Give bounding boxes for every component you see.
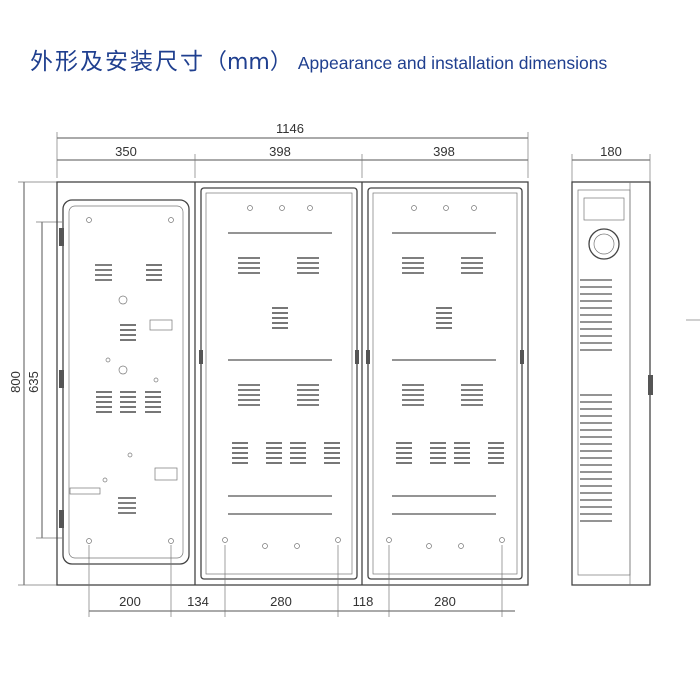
dim-side-depth: 180 (600, 144, 622, 159)
side-view (571, 181, 700, 586)
diagram-title: 外形及安装尺寸（mm）Appearance and installation d… (30, 42, 607, 76)
height-dimensions: 800 635 (8, 181, 62, 586)
dim-bottom-280-b: 280 (434, 594, 456, 609)
dim-bottom-280-a: 280 (270, 594, 292, 609)
dim-middle-panel-width: 398 (269, 144, 291, 159)
title-chinese: 外形及安装尺寸 (30, 49, 205, 75)
title-english: Appearance and installation dimensions (297, 53, 608, 73)
dim-overall-height: 800 (8, 371, 23, 393)
front-view (56, 181, 529, 586)
dim-overall-width: 1146 (276, 121, 304, 136)
top-dimensions: 1146 350 398 398 180 (56, 121, 651, 182)
middle-panel (199, 187, 359, 580)
dim-right-panel-width: 398 (433, 144, 455, 159)
dim-left-panel-width: 350 (115, 144, 137, 159)
right-panel (366, 187, 524, 580)
title-unit: （mm） (205, 50, 292, 75)
dim-bottom-134: 134 (187, 594, 209, 609)
dim-bottom-118: 118 (353, 594, 374, 609)
left-panel (59, 199, 190, 565)
bottom-dimensions: 200 134 280 118 280 (88, 545, 515, 617)
dim-bottom-200: 200 (119, 594, 141, 609)
dim-inner-height: 635 (26, 371, 41, 393)
